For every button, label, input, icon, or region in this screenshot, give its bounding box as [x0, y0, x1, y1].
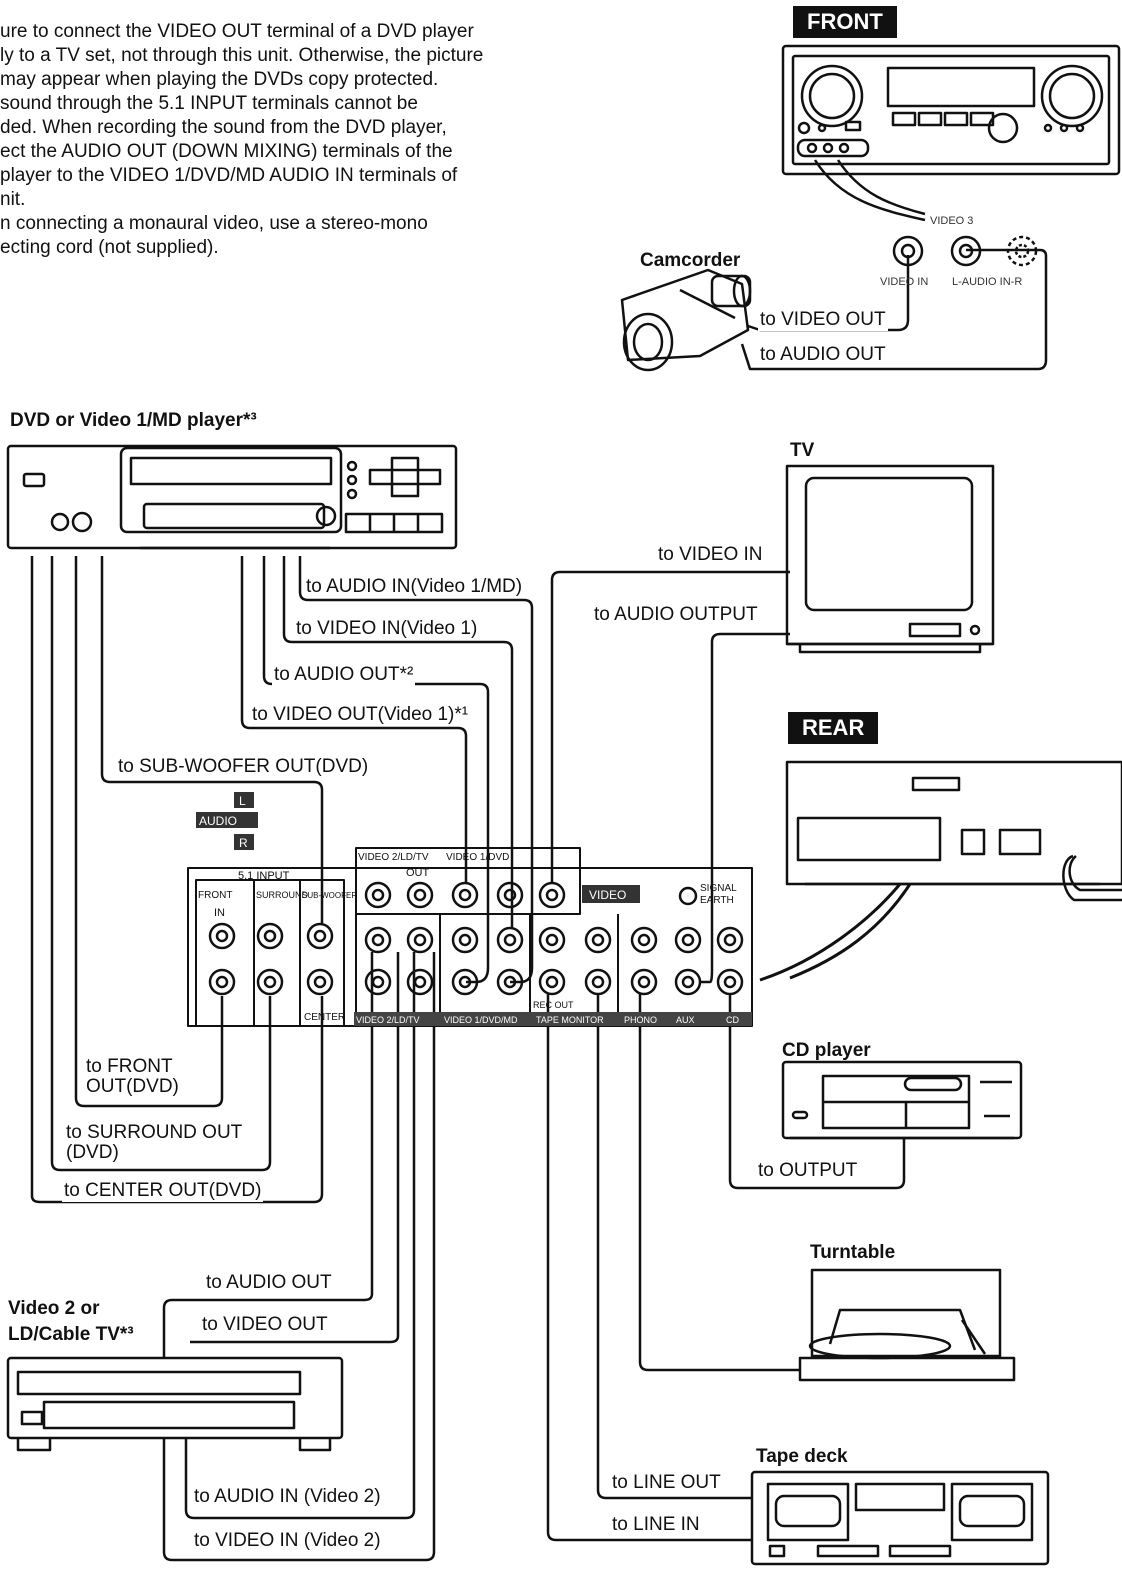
rear-panel-jacks — [208, 881, 744, 996]
center-out-label: to CENTER OUT(DVD) — [62, 1180, 264, 1202]
receiver-front-illustration — [781, 44, 1121, 222]
panel-in-label: IN — [214, 907, 225, 919]
video2-title-line1: Video 2 or — [8, 1298, 100, 1319]
surround-out-label-1: to SURROUND OUT — [64, 1122, 245, 1144]
dvd-player-illustration — [6, 444, 458, 550]
panel-51-input-label: 5.1 INPUT — [238, 870, 290, 882]
surround-out-label-2: (DVD) — [64, 1142, 121, 1164]
tape-deck-title: Tape deck — [756, 1446, 848, 1467]
turntable-illustration — [798, 1268, 1016, 1382]
note-line: ect the AUDIO OUT (DOWN MIXING) terminal… — [0, 141, 453, 162]
receiver-rear-illustration — [759, 760, 1122, 982]
video2-title-line2: LD/Cable TV*³ — [8, 1324, 134, 1345]
camcorder-illustration — [620, 268, 752, 372]
video2-device-illustration — [6, 1356, 344, 1452]
front-out-label-1: to FRONT — [84, 1056, 175, 1078]
turntable-title: Turntable — [810, 1242, 896, 1263]
note-line: ded. When recording the sound from the D… — [0, 117, 447, 138]
video2-audio-out-label: to AUDIO OUT — [204, 1272, 334, 1294]
video-in-jack-label: VIDEO IN — [880, 276, 929, 288]
tv-title: TV — [790, 440, 815, 461]
sub-woofer-out-label: to SUB-WOOFER OUT(DVD) — [116, 756, 371, 778]
video2-audio-in-label: to AUDIO IN (Video 2) — [192, 1486, 383, 1508]
cd-player-illustration — [781, 1060, 1023, 1140]
panel-out-label: OUT — [406, 867, 430, 879]
panel-bottom-cd-label: CD — [726, 1015, 739, 1025]
video-in-video1-label: to VIDEO IN(Video 1) — [294, 618, 480, 640]
panel-video-badge: VIDEO — [589, 888, 626, 902]
panel-video2-top-label: VIDEO 2/LD/TV — [358, 852, 429, 863]
video-out-video1-label: to VIDEO OUT(Video 1)*¹ — [250, 704, 471, 726]
panel-rec-out-label: REC OUT — [533, 1000, 574, 1010]
note-line: may appear when playing the DVDs copy pr… — [0, 69, 439, 90]
panel-earth-label: EARTH — [700, 895, 734, 906]
note-line: nit. — [0, 189, 26, 210]
audio-out-2-label: to AUDIO OUT*² — [272, 664, 416, 686]
dvd-player-title: DVD or Video 1/MD player*³ — [10, 410, 257, 431]
note-line: ly to a TV set, not through this unit. O… — [0, 45, 484, 66]
panel-surround-label: SURROUND — [256, 890, 309, 900]
panel-bottom-phono-label: PHONO — [624, 1015, 657, 1025]
note-line: n connecting a monaural video, use a ste… — [0, 213, 428, 234]
cam-video-out-label: to VIDEO OUT — [758, 309, 888, 331]
cd-output-label: to OUTPUT — [756, 1160, 860, 1182]
video2-video-in-label: to VIDEO IN (Video 2) — [192, 1530, 383, 1552]
tv-audio-output-label: to AUDIO OUTPUT — [592, 604, 760, 626]
notes-text: ure to connect the VIDEO OUT terminal of… — [0, 20, 540, 260]
note-line: ecting cord (not supplied). — [0, 237, 219, 258]
panel-signal-label: SIGNAL — [700, 883, 737, 894]
panel-video1-top-label: VIDEO 1/DVD — [446, 852, 509, 863]
front-out-label-2: OUT(DVD) — [84, 1076, 181, 1098]
panel-center-label: CENTER — [304, 1012, 345, 1023]
note-line: ure to connect the VIDEO OUT terminal of… — [0, 21, 474, 42]
video2-video-out-label: to VIDEO OUT — [200, 1314, 330, 1336]
note-line: player to the VIDEO 1/DVD/MD AUDIO IN te… — [0, 165, 458, 186]
panel-audio-label: AUDIO — [199, 814, 237, 828]
panel-bottom-aux-label: AUX — [676, 1015, 695, 1025]
tape-line-in-label: to LINE IN — [610, 1514, 702, 1536]
panel-bottom-tape-label: TAPE MONITOR — [536, 1015, 604, 1025]
front-badge: FRONT — [793, 6, 897, 38]
tv-video-in-label: to VIDEO IN — [656, 544, 765, 566]
panel-front-label: FRONT — [198, 890, 232, 901]
tv-illustration — [785, 464, 995, 654]
panel-r-label: R — [239, 836, 248, 850]
panel-bottom-video2-label: VIDEO 2/LD/TV — [356, 1015, 420, 1025]
cam-audio-out-label: to AUDIO OUT — [758, 344, 888, 366]
panel-bottom-video1-label: VIDEO 1/DVD/MD — [444, 1015, 518, 1025]
audio-in-jack-label: L-AUDIO IN-R — [952, 276, 1023, 288]
cd-player-title: CD player — [782, 1040, 871, 1061]
camcorder-title: Camcorder — [640, 250, 741, 271]
rear-badge: REAR — [788, 712, 879, 744]
panel-subwoofer-label: SUB-WOOFER — [302, 891, 357, 900]
audio-in-video1md-label: to AUDIO IN(Video 1/MD) — [304, 576, 525, 598]
tape-deck-illustration — [750, 1470, 1050, 1566]
panel-l-label: L — [239, 794, 246, 808]
note-line: sound through the 5.1 INPUT terminals ca… — [0, 93, 418, 114]
video3-label: VIDEO 3 — [930, 215, 974, 227]
tape-line-out-label: to LINE OUT — [610, 1472, 723, 1494]
